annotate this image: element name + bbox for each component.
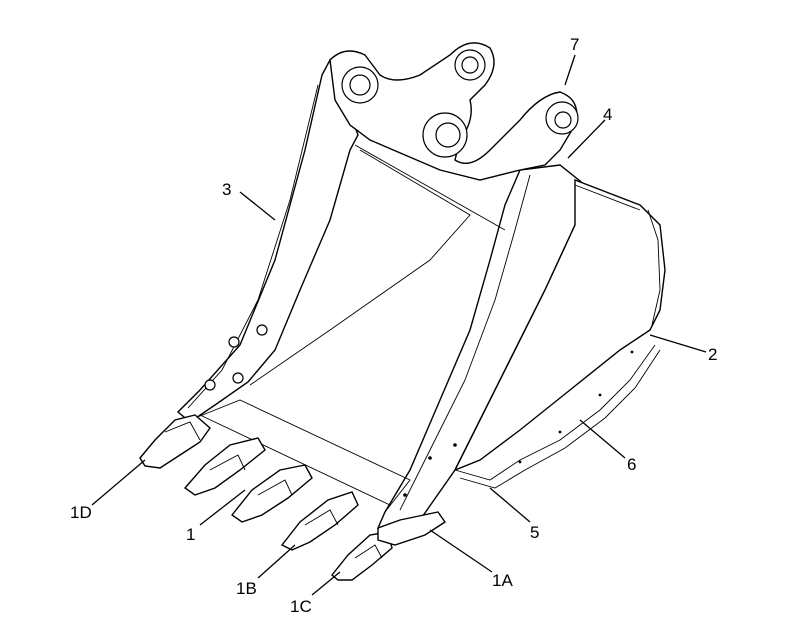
label-1B: 1B (236, 579, 257, 598)
back-shell (453, 178, 666, 472)
left-side-plate (176, 58, 359, 423)
label-6: 6 (627, 455, 636, 474)
label-4: 4 (603, 105, 612, 124)
tooth-1C (331, 531, 393, 581)
cutting-edge (189, 399, 411, 513)
tooth-1D (139, 414, 211, 469)
label-7: 7 (570, 35, 579, 54)
label-1D: 1D (70, 503, 92, 522)
label-5: 5 (530, 523, 539, 542)
side-cutter (377, 511, 446, 546)
tooth-1B (280, 491, 359, 551)
wear-strip-lower (454, 344, 656, 481)
leader-lines (91, 54, 707, 596)
tooth-center-left (183, 437, 266, 496)
top-bracket (329, 42, 578, 181)
label-2: 2 (708, 345, 717, 364)
tooth-1 (230, 464, 313, 523)
label-1: 1 (186, 525, 195, 544)
label-1A: 1A (492, 571, 513, 590)
bucket-body (176, 42, 666, 529)
label-3: 3 (222, 180, 231, 199)
label-1C: 1C (290, 597, 312, 616)
